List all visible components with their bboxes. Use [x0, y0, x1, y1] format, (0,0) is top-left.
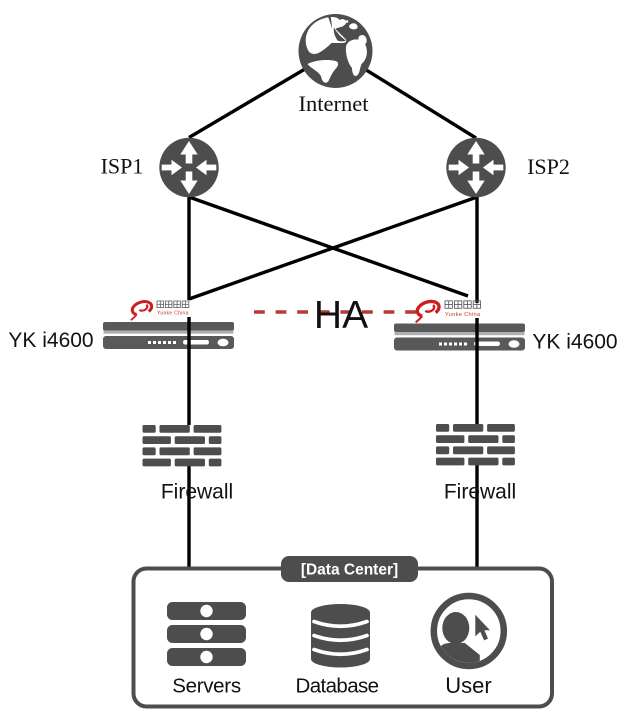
svg-text:YK i4600: YK i4600 — [8, 329, 93, 352]
svg-text:Database: Database — [296, 675, 379, 698]
svg-text:HA: HA — [314, 294, 368, 337]
svg-text:Servers: Servers — [172, 675, 241, 698]
svg-text:Yunke China: Yunke China — [157, 311, 189, 317]
svg-text:YK i4600: YK i4600 — [532, 331, 617, 354]
svg-text:Yunke China: Yunke China — [445, 312, 481, 318]
svg-text:User: User — [445, 673, 491, 698]
svg-text:[Data Center]: [Data Center] — [301, 562, 398, 579]
svg-text:ISP1: ISP1 — [101, 154, 144, 179]
svg-text:Internet: Internet — [299, 91, 370, 116]
svg-text:Firewall: Firewall — [444, 481, 516, 504]
svg-text:Firewall: Firewall — [161, 481, 233, 504]
svg-text:ISP2: ISP2 — [527, 154, 570, 179]
